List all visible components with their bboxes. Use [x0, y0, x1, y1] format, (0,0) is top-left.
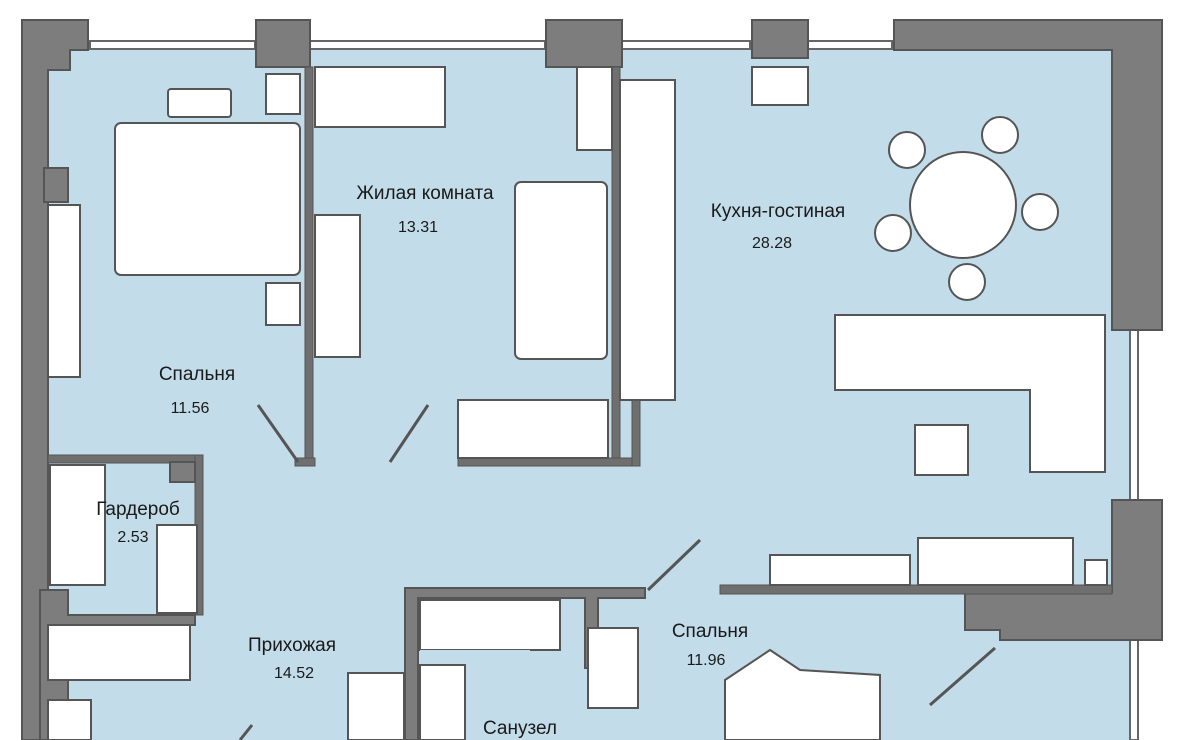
furniture — [47, 66, 1108, 740]
cabinet — [314, 214, 361, 358]
wardrobe-shelf — [49, 464, 106, 586]
bathtub-1 — [47, 624, 191, 681]
bed-2 — [724, 648, 881, 740]
room-area: 11.96 — [687, 652, 726, 669]
sink-2 — [419, 664, 466, 740]
bathtub-2 — [419, 599, 561, 651]
washer-rack — [587, 627, 639, 709]
room-name: Спальня — [672, 621, 748, 642]
room-area: 13.31 — [398, 219, 438, 236]
bed — [114, 122, 301, 276]
walls — [21, 19, 1163, 740]
room-name: Кухня-гостиная — [711, 201, 845, 222]
room-area: 11.56 — [171, 400, 210, 417]
room-area: 28.28 — [752, 235, 792, 252]
nightstand — [265, 282, 301, 326]
room-area: 14.52 — [274, 665, 314, 682]
dining-table — [909, 151, 1017, 259]
hall-shelf — [769, 554, 911, 586]
kitchen-counter — [619, 79, 676, 401]
wardrobe — [47, 204, 81, 378]
corner-sofa — [834, 314, 1106, 473]
coffee-table — [914, 424, 969, 476]
room-name: Спальня — [159, 364, 235, 385]
room-name: Санузел — [483, 718, 557, 739]
room-name: Жилая комната — [356, 183, 494, 204]
tv-unit — [751, 66, 809, 106]
sofa — [514, 181, 608, 360]
tv-stand — [917, 537, 1074, 586]
nightstand — [265, 73, 301, 115]
room-name: Гардероб — [96, 499, 180, 520]
rug — [167, 88, 232, 118]
room-name: Прихожая — [248, 635, 336, 656]
room-labels: Жилая комната 13.31 Кухня-гостиная 28.28… — [96, 183, 845, 739]
desk — [314, 66, 446, 128]
room-area: 2.53 — [117, 529, 148, 546]
shoe-rack-2 — [347, 672, 405, 740]
door-swings — [238, 404, 996, 740]
sink-1 — [47, 699, 92, 740]
bookshelf — [576, 66, 613, 151]
shoe-rack — [457, 399, 609, 459]
